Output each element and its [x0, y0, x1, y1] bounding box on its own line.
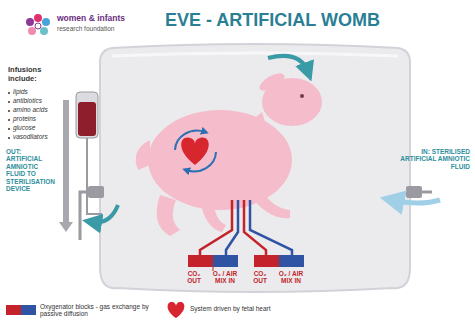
label: OUT: ARTIFICIAL AMNIOTIC FLUID TO STERIL… — [6, 148, 58, 193]
bullet — [8, 137, 10, 139]
list-item: glucose — [13, 124, 35, 131]
womb-bag — [100, 44, 410, 292]
logo-flower — [26, 14, 50, 35]
bullet — [8, 119, 10, 121]
gas-label: O₂ / AIR MIX IN — [207, 270, 243, 285]
bullet — [8, 128, 10, 130]
umbilical-vessels — [200, 200, 292, 255]
label: women & infants — [57, 14, 125, 24]
oxygenator-block — [188, 255, 238, 267]
left-port — [88, 186, 104, 198]
legend-oxygenator-icon — [6, 305, 36, 315]
bullet — [8, 92, 10, 94]
gas-label: O₂ / AIR MIX IN — [273, 270, 309, 285]
label: Infusions include: — [8, 66, 56, 83]
iv-bag — [76, 92, 98, 138]
out-arrow — [92, 205, 118, 222]
list-item: amino acids — [13, 106, 48, 113]
list-item: antibiotics — [13, 97, 42, 104]
bullet — [8, 110, 10, 112]
in-arrow — [392, 200, 440, 203]
label: research foundation — [57, 25, 114, 32]
infusion-arrow — [59, 100, 73, 232]
right-port — [406, 186, 422, 198]
list-item: lipids — [13, 88, 28, 95]
bullet — [8, 101, 10, 103]
circulation-arrow — [268, 56, 308, 72]
fetal-heart — [175, 131, 216, 172]
lamb-fetus — [136, 70, 322, 236]
label: IN: STERILISED ARTIFICIAL AMNIOTIC FLUID — [398, 148, 470, 170]
legend-heart-icon — [168, 302, 185, 318]
title: EVE - ARTIFICIAL WOMB — [165, 10, 380, 31]
gas-label: CO₂ OUT — [248, 270, 272, 285]
legend-text: Oxygenator blocks - gas exchange by pass… — [40, 303, 150, 318]
list-item: proteins — [13, 115, 36, 122]
list-item: vasodilators — [13, 133, 48, 140]
oxygenator-block — [254, 255, 304, 267]
legend-text: System driven by fetal heart — [190, 305, 300, 312]
gas-label: CO₂ OUT — [182, 270, 206, 285]
